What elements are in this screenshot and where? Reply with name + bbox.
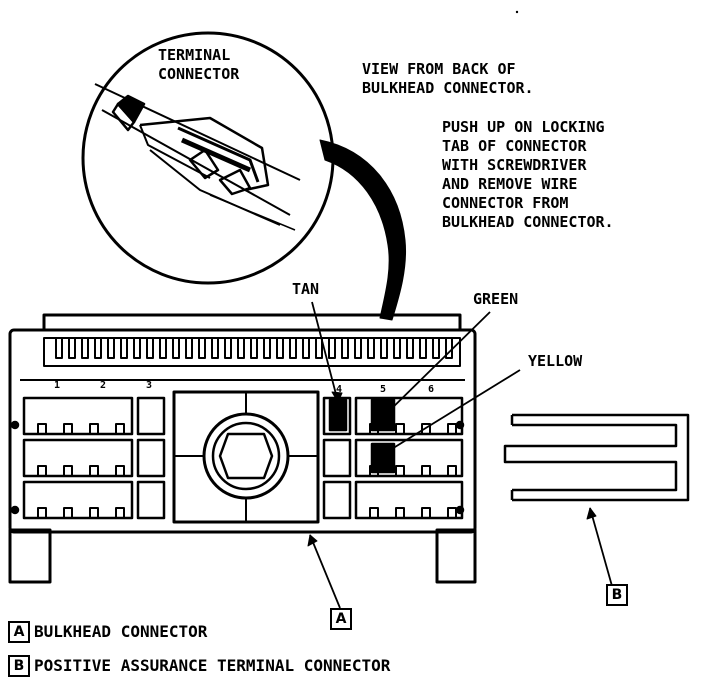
legend-text: POSITIVE ASSURANCE TERMINAL CONNECTOR — [34, 656, 391, 675]
green-wire-label: GREEN — [473, 290, 519, 308]
tan-wire-label: TAN — [292, 280, 320, 298]
bulkhead-connector-drawing — [8, 313, 477, 584]
positive-assurance-clip-drawing — [503, 413, 690, 502]
yellow-wire-label: YELLOW — [528, 352, 583, 370]
legend-letter: A — [8, 621, 30, 643]
cavity-number: 1 — [54, 380, 61, 391]
cavity-number: 3 — [146, 380, 153, 391]
cavity-number: 5 — [380, 384, 387, 395]
cavity-number: 4 — [336, 384, 343, 395]
item-marker-b: B — [606, 584, 628, 606]
cavity-number: 6 — [428, 384, 435, 395]
item-marker-a: A — [330, 608, 352, 630]
legend-letter: B — [8, 655, 30, 677]
view-from-back-note: VIEW FROM BACK OF BULKHEAD CONNECTOR. — [362, 60, 534, 97]
leader-lines — [309, 301, 613, 609]
push-up-instruction-note: PUSH UP ON LOCKING TAB OF CONNECTOR WITH… — [442, 118, 614, 231]
legend-text: BULKHEAD CONNECTOR — [34, 622, 208, 641]
terminal-connector-label: TERMINAL CONNECTOR — [158, 46, 240, 83]
cavity-number: 2 — [100, 380, 107, 391]
yellow-wire-terminal — [370, 442, 396, 474]
terminal-detail-magnifier — [81, 31, 335, 285]
magnifier-pointer — [319, 139, 407, 321]
green-wire-terminal — [370, 398, 396, 432]
tan-wire-terminal — [328, 398, 348, 432]
